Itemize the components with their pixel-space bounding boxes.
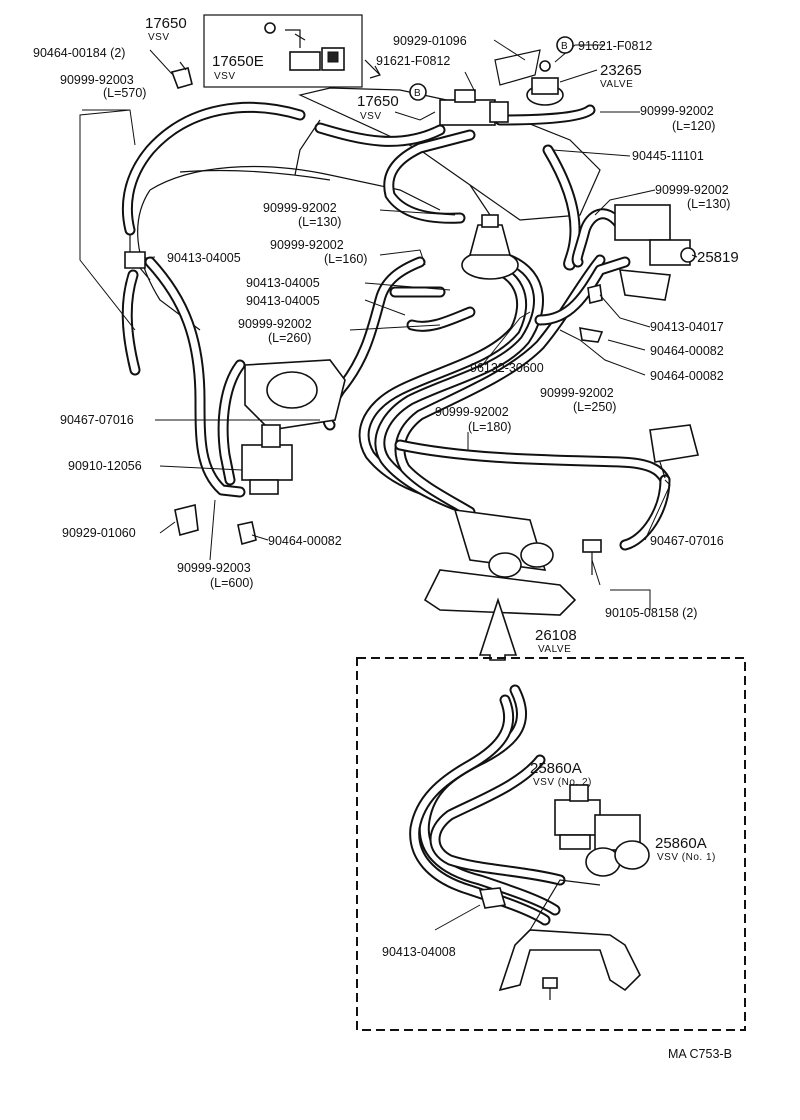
- diaphragm-drawing: [461, 214, 519, 280]
- engine-outline: [137, 87, 601, 331]
- label-l120: (L=120): [672, 119, 715, 133]
- detail-box: [356, 657, 746, 1031]
- marker-b-left: B: [409, 83, 427, 101]
- part-25819-drawing: [614, 204, 696, 301]
- vsv-17650E-drawing: [264, 22, 345, 71]
- detail-vsv-no2-drawing: [554, 784, 601, 850]
- label-l130-r: (L=130): [687, 197, 730, 211]
- marker-b-right-text: B: [561, 41, 568, 52]
- detail-bolt-drawing: [542, 977, 558, 1000]
- canister-drawing: [649, 424, 700, 479]
- label-l180: (L=180): [468, 420, 511, 434]
- label-90999-92002-c: 90999-92002: [263, 201, 337, 215]
- label-25819: 25819: [697, 249, 739, 266]
- label-l250: (L=250): [573, 400, 616, 414]
- valve-23265-drawing: [526, 60, 564, 106]
- clamp-90464-00184-drawing: [170, 61, 193, 89]
- valve-26108-drawing: [423, 509, 577, 616]
- detail-tee-90413-04008-drawing: [478, 887, 507, 909]
- footer-code: MA C753-B: [668, 1047, 732, 1061]
- label-90413-04005-b: 90413-04005: [246, 276, 320, 290]
- label-vsv-no1: VSV (No. 1): [657, 852, 716, 863]
- label-vsv-top: VSV: [148, 32, 170, 43]
- label-90910: 90910-12056: [68, 459, 142, 473]
- label-vsv-no2: VSV (No. 2): [533, 777, 592, 788]
- label-96132: 96132-30600: [470, 361, 544, 375]
- label-17650E: 17650E: [212, 53, 264, 70]
- label-90999-92003-a: 90999-92003: [60, 73, 134, 87]
- throttle-body-drawing: [244, 359, 346, 431]
- label-90464-00082-c: 90464-00082: [268, 534, 342, 548]
- vsv-17650-drawing: [439, 49, 541, 126]
- label-90464-00082-b: 90464-00082: [650, 369, 724, 383]
- clip-90464-00082-drawing: [237, 521, 257, 546]
- label-90999-92002-b: 90999-92002: [655, 183, 729, 197]
- label-23265: 23265: [600, 62, 642, 79]
- label-90999-92002-e: 90999-92002: [238, 317, 312, 331]
- label-90999-92002-g: 90999-92002: [435, 405, 509, 419]
- clamp-90929-01060-drawing: [174, 504, 199, 537]
- label-90999-92002-d: 90999-92002: [270, 238, 344, 252]
- label-90413-04008: 90413-04008: [382, 945, 456, 959]
- label-l600: (L=600): [210, 576, 253, 590]
- clip-90464-00082-right-drawing: [579, 327, 604, 343]
- part-labels: 17650 VSV 17650E VSV 90464-00184 (2) 909…: [33, 15, 739, 1061]
- vacuum-hoses: [121, 101, 671, 551]
- label-l570: (L=570): [103, 86, 146, 100]
- label-17650-mid: 17650: [357, 93, 399, 110]
- label-90999-92002-f: 90999-92002: [540, 386, 614, 400]
- label-17650-top: 17650: [145, 15, 187, 32]
- bolt-90105-drawing: [582, 539, 602, 575]
- label-91621-right: 91621-F0812: [578, 39, 652, 53]
- label-90929-01060: 90929-01060: [62, 526, 136, 540]
- label-90467-07016-a: 90467-07016: [60, 413, 134, 427]
- label-90413-04005-a: 90413-04005: [167, 251, 241, 265]
- label-90467-07016-b: 90467-07016: [650, 534, 724, 548]
- label-90929-01096: 90929-01096: [393, 34, 467, 48]
- detail-bracket-drawing: [498, 879, 641, 992]
- label-90105: 90105-08158 (2): [605, 606, 697, 620]
- label-valve-23265: VALVE: [600, 79, 633, 90]
- label-l260: (L=260): [268, 331, 311, 345]
- leader-lines: [79, 39, 698, 931]
- label-valve-26108: VALVE: [538, 644, 571, 655]
- inset-box-17650E: [203, 14, 363, 88]
- clip-90413-04017-drawing: [587, 284, 603, 304]
- label-26108: 26108: [535, 627, 577, 644]
- label-vsv-e: VSV: [214, 71, 236, 82]
- label-91621-left: 91621-F0812: [376, 54, 450, 68]
- marker-b-left-text: B: [414, 88, 421, 99]
- inset-arrow: [364, 59, 381, 79]
- marker-b-right: B: [556, 36, 574, 54]
- vsv-90910-drawing: [241, 424, 293, 495]
- label-l130-l: (L=130): [298, 215, 341, 229]
- label-vsv-mid: VSV: [360, 111, 382, 122]
- detail-hoses: [409, 684, 566, 926]
- label-90999-92002-a: 90999-92002: [640, 104, 714, 118]
- label-25860A-no2: 25860A: [530, 760, 582, 777]
- label-25860A-no1: 25860A: [655, 835, 707, 852]
- tee-90413-left-drawing: [124, 235, 151, 281]
- label-90413-04005-c: 90413-04005: [246, 294, 320, 308]
- label-90413-04017: 90413-04017: [650, 320, 724, 334]
- detail-vsv-no1-drawing: [585, 814, 650, 877]
- label-90464-00184: 90464-00184 (2): [33, 46, 125, 60]
- label-l160: (L=160): [324, 252, 367, 266]
- label-90464-00082-a: 90464-00082: [650, 344, 724, 358]
- label-90445: 90445-11101: [632, 149, 704, 163]
- label-90999-92003-b: 90999-92003: [177, 561, 251, 575]
